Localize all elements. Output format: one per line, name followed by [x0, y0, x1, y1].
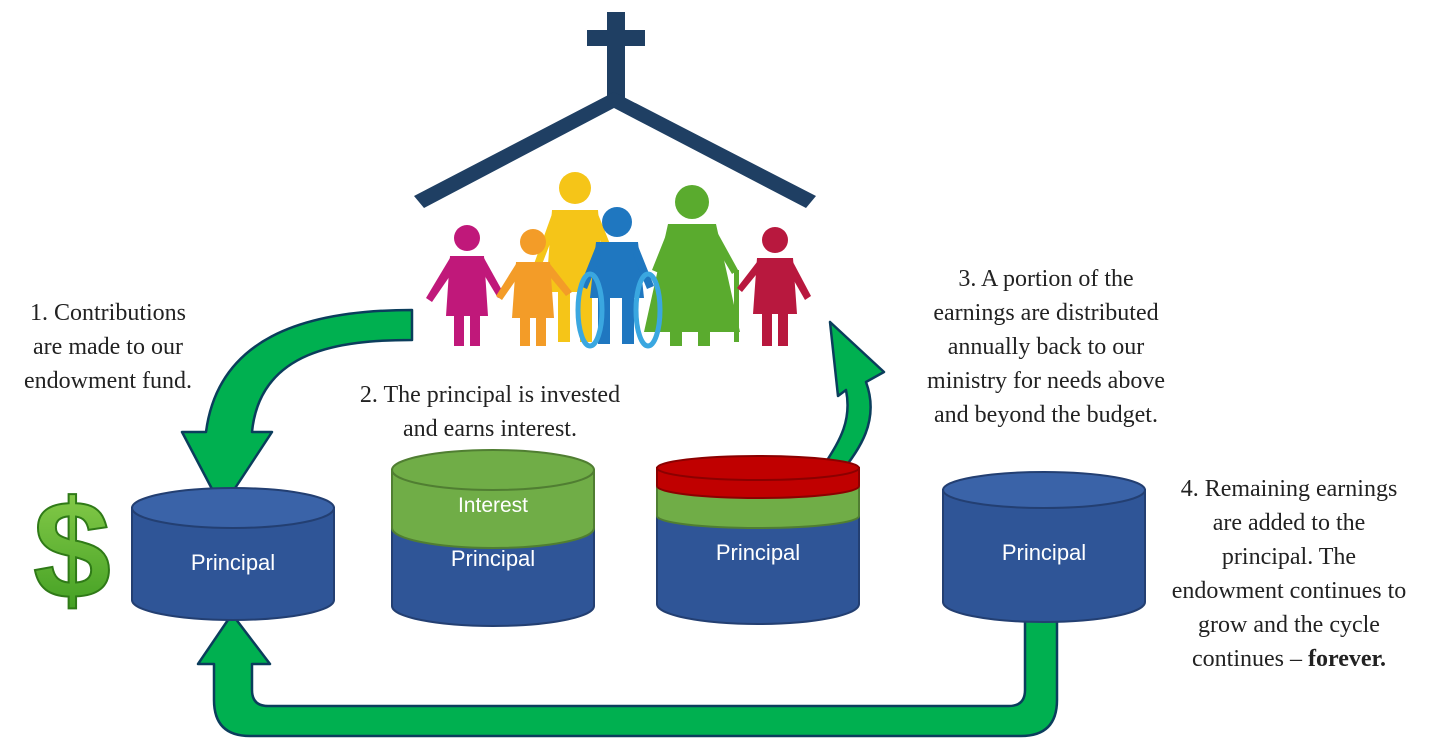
interest-label: Interest [458, 494, 528, 517]
principal-label: Principal [716, 540, 800, 565]
step-2-line: and earns interest. [403, 416, 577, 442]
step-3-line: and beyond the budget. [934, 402, 1158, 428]
church-roof-icon [414, 12, 816, 208]
step-3-line: ministry for needs above [927, 368, 1165, 394]
step-3-line: 3. A portion of the [958, 266, 1134, 292]
step-3-text: 3. A portion of the earnings are distrib… [896, 262, 1196, 432]
step-4-continues: continues – [1192, 646, 1308, 672]
wheelchair-person-figure [575, 207, 663, 349]
return-arrow [196, 606, 1059, 738]
contribution-arrow [180, 308, 414, 510]
step-4-line: 4. Remaining earnings [1180, 476, 1398, 502]
distribution-arrow [824, 320, 886, 478]
person-figure [737, 227, 811, 346]
principal-cylinder-1: Principal [131, 487, 335, 621]
principal-label: Principal [451, 546, 535, 571]
step-2-text: 2. The principal is invested and earns i… [330, 378, 650, 446]
step-3-line: annually back to our [947, 334, 1145, 360]
step-4-forever: forever. [1308, 646, 1386, 672]
step-1-line: endowment fund. [24, 368, 192, 394]
person-figure [644, 185, 740, 346]
principal-label: Principal [191, 550, 275, 575]
congregation-figures-icon [426, 172, 811, 349]
step-4-line: are added to the [1212, 510, 1366, 536]
person-figure [496, 229, 572, 346]
step-4-last-line: continues – forever. [1148, 642, 1430, 676]
step-4-text: 4. Remaining earnings are added to the p… [1148, 472, 1430, 676]
step-4-line: principal. The [1221, 544, 1357, 570]
step-4-line: grow and the cycle [1198, 612, 1380, 638]
person-figure [426, 225, 504, 346]
step-4-line: endowment continues to [1171, 578, 1407, 604]
earnings-principal-cylinder: Principal [656, 455, 860, 625]
step-1-line: are made to our [33, 334, 183, 360]
step-1-line: 1. Contributions [29, 300, 186, 326]
step-2-line: 2. The principal is invested [359, 382, 621, 408]
principal-cylinder-4: Principal [942, 471, 1146, 623]
principal-label: Principal [1002, 540, 1086, 565]
dollar-sign-icon: $ [33, 471, 111, 628]
interest-principal-cylinder: Interest Principal [391, 449, 595, 627]
step-3-line: earnings are distributed [933, 300, 1159, 326]
step-1-text: 1. Contributions are made to our endowme… [8, 296, 208, 398]
